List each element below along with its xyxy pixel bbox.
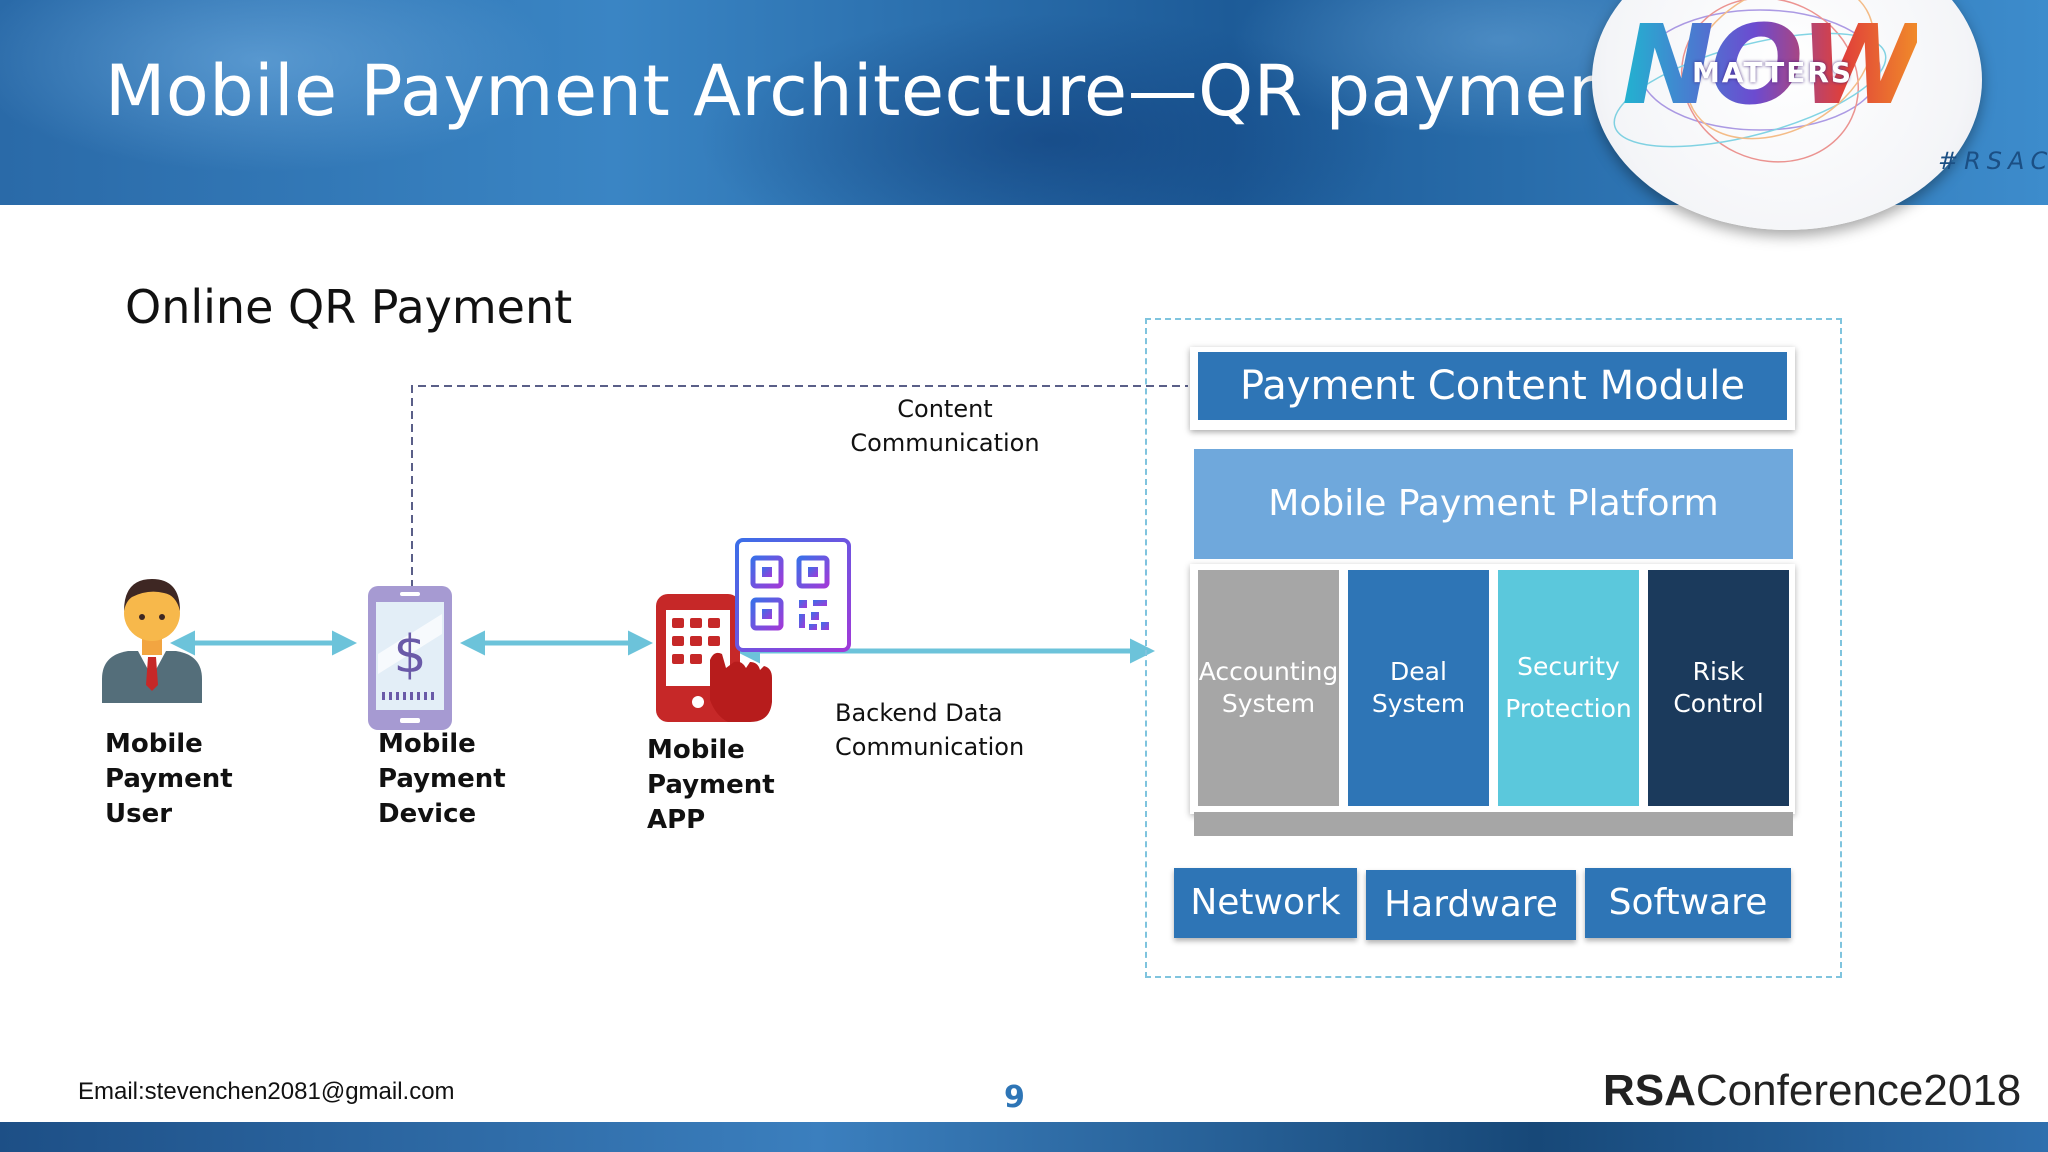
- backend-data-communication-label: Backend Data Communication: [835, 696, 1024, 764]
- user-label-line: Mobile: [105, 729, 203, 759]
- smartphone-dollar-icon: $: [368, 586, 452, 730]
- badge-swirl-graphic: [1613, 0, 1887, 163]
- rsa-conference-logo: RSAConference2018: [1603, 1066, 2021, 1116]
- module-label-line: Deal: [1390, 657, 1447, 686]
- businessman-icon: [102, 579, 202, 703]
- badge-matters-text: MATTERS: [1692, 56, 1854, 89]
- platform-boundary: [1145, 318, 1842, 978]
- module-label-line: Security: [1517, 652, 1620, 681]
- backend-label-line: Backend Data: [835, 699, 1003, 727]
- module-label-line: Accounting: [1198, 657, 1339, 686]
- user-label-line: User: [105, 799, 173, 829]
- user-label-line: Payment: [105, 764, 233, 794]
- badge-now-text: NOW: [1622, 1, 1921, 129]
- page-number: 9: [1004, 1080, 1025, 1115]
- content-communication-label: Content Communication: [840, 392, 1050, 460]
- logo-light-text: Conference2018: [1695, 1066, 2022, 1115]
- mobile-app-touch-icon: [656, 594, 772, 722]
- qr-code-icon: [735, 538, 851, 652]
- mobile-payment-platform: Mobile Payment Platform: [1194, 449, 1793, 559]
- module-label-line: Risk: [1692, 657, 1745, 686]
- app-label-line: Payment: [647, 770, 775, 800]
- infra-network: Network: [1174, 868, 1357, 938]
- content-label-line: Content: [897, 395, 993, 423]
- device-label: Mobile Payment Device: [378, 727, 506, 832]
- contact-email: Email:stevenchen2081@gmail.com: [78, 1078, 455, 1105]
- content-label-line: Communication: [850, 429, 1040, 457]
- infra-software: Software: [1585, 868, 1791, 938]
- svg-text:$: $: [393, 625, 426, 685]
- platform-base-bar: [1194, 812, 1793, 836]
- module-label-line: System: [1371, 689, 1466, 718]
- device-label-line: Payment: [378, 764, 506, 794]
- user-label: Mobile Payment User: [105, 727, 233, 832]
- app-label-line: APP: [647, 805, 706, 835]
- payment-content-module: Payment Content Module: [1198, 352, 1787, 420]
- infra-hardware: Hardware: [1366, 870, 1576, 940]
- module-label-line: Control: [1673, 689, 1764, 718]
- module-label-line: System: [1221, 689, 1316, 718]
- device-label-line: Mobile: [378, 729, 476, 759]
- backend-label-line: Communication: [835, 733, 1025, 761]
- device-label-line: Device: [378, 799, 477, 829]
- diagram-subtitle: Online QR Payment: [125, 280, 573, 334]
- module-label-line: Protection: [1505, 694, 1632, 723]
- footer-banner: [0, 1122, 2048, 1152]
- slide-title: Mobile Payment Architecture—QR payment: [105, 50, 1641, 132]
- app-label-line: Mobile: [647, 735, 745, 765]
- app-label: Mobile Payment APP: [647, 733, 775, 838]
- logo-bold-text: RSA: [1603, 1066, 1696, 1115]
- content-communication-line: [411, 385, 1188, 588]
